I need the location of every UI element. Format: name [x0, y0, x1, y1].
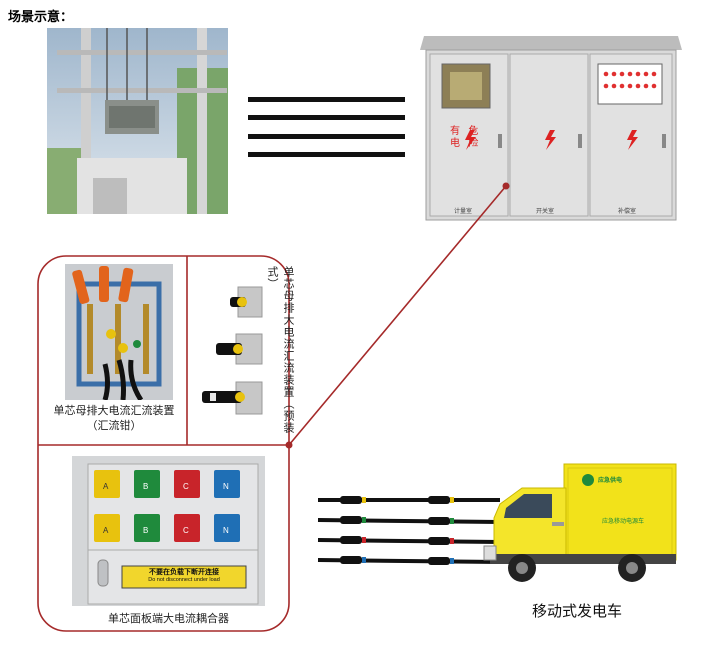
truck-side-text: 应急移动电源车 — [602, 519, 645, 525]
connection-bar — [248, 152, 405, 157]
busbar-clamp-illustration — [65, 264, 173, 400]
panel-coupler-caption: 单芯面板端大电流耦合器 — [108, 613, 229, 625]
connection-bar — [248, 97, 405, 102]
connection-bar — [248, 134, 405, 139]
panel-warning-cn: 不要在负载下断开连接 — [149, 569, 219, 576]
generator-truck-caption: 移动式发电车 — [532, 603, 623, 620]
cable-blue — [317, 556, 501, 565]
busbar-clamp-caption: 单芯母排大电流汇流装置 （汇流钳） — [53, 405, 175, 432]
socket-letter: N — [223, 482, 229, 491]
socket-letter: A — [103, 482, 109, 491]
cabinet-warning-1: 有 危 电 险 — [450, 126, 479, 149]
panel-coupler-photo: A B C N A B C N 不要在负载下断开连接 Do not discon… — [72, 456, 265, 606]
busbar-clamp-photo — [65, 264, 173, 400]
panel-coupler-illustration — [72, 456, 265, 606]
transformer-pole-illustration — [47, 28, 228, 214]
cabinet-door-label: 开关室 — [536, 209, 555, 215]
distribution-cabinet: 有 危 电 险 计量室 开关室 补偿室 — [420, 34, 682, 224]
cable-yellow — [318, 496, 500, 504]
socket-letter: B — [143, 526, 149, 535]
cable-red — [317, 536, 501, 545]
socket-letter: B — [143, 482, 149, 491]
transformer-pole-photo — [47, 28, 228, 214]
callout-leader-line — [288, 185, 507, 446]
truck-brand-text: 应急供电 — [598, 478, 623, 484]
socket-letter: A — [103, 526, 109, 535]
cabinet-door-label: 补偿室 — [618, 209, 637, 215]
busbar-preinstalled-caption: 单芯母排大电流汇流装置（预装式） — [266, 266, 294, 434]
panel-warning-en: Do not disconnect under load — [148, 577, 220, 583]
socket-letter: C — [183, 482, 189, 491]
truck-illustration — [483, 463, 677, 582]
connection-bar — [248, 115, 405, 120]
socket-letter: C — [183, 526, 189, 535]
socket-letter: N — [223, 526, 229, 535]
connector-illustration — [202, 381, 263, 415]
page-title: 场景示意： — [8, 9, 74, 24]
cable-green — [317, 516, 501, 525]
connector-illustration — [216, 333, 263, 365]
cabinet-illustration — [420, 36, 682, 221]
callout-anchor-dot — [285, 441, 293, 449]
connector-illustration — [230, 286, 263, 318]
generator-truck: 应急供电 应急移动电源车 — [482, 458, 682, 594]
cabinet-door-label: 计量室 — [454, 209, 473, 215]
